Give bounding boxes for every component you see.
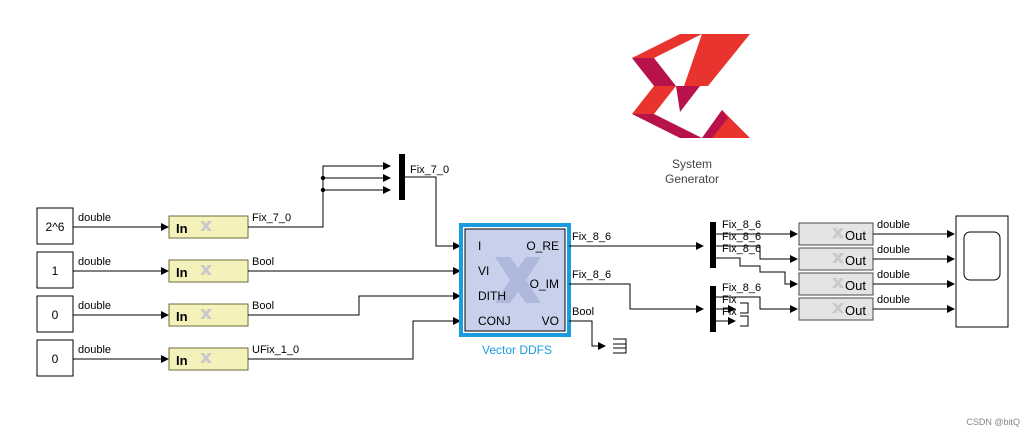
ddfs-selection-border — [459, 223, 571, 337]
sig-gwin3: Bool — [252, 300, 274, 312]
logo-bottom-dark — [632, 114, 702, 138]
branch-point-1 — [320, 175, 326, 181]
gateway-in-1[interactable]: In — [168, 215, 249, 239]
sig-gwin4: UFix_1_0 — [252, 344, 299, 356]
constant-4-value: 0 — [52, 352, 59, 366]
ddfs-port-dith: DITH — [478, 289, 506, 303]
sig-const4: double — [78, 344, 111, 356]
ddfs-port-conj: CONJ — [478, 314, 511, 328]
sig-demuxtop-3: Fix_8_6 — [722, 243, 761, 255]
logo-top-right-red — [684, 34, 750, 86]
gateway-in-3[interactable]: In — [168, 303, 249, 327]
system-generator-logo: System Generator — [632, 34, 750, 186]
xilinx-watermark-icon — [495, 257, 541, 303]
logo-top-left-red — [632, 34, 702, 58]
constant-block-3[interactable]: 0 — [36, 295, 74, 333]
logo-left-dark — [632, 58, 676, 86]
sig-gwout1: double — [877, 219, 910, 231]
sig-demuxbot-3: Fix — [722, 306, 737, 318]
logo-bottom-left-red — [632, 86, 676, 114]
sig-gwout4: double — [877, 294, 910, 306]
constant-3-value: 0 — [52, 308, 59, 322]
terminator-small-2 — [740, 315, 749, 327]
logo-center-bottom — [676, 86, 700, 112]
branch-point-2 — [320, 187, 326, 193]
constant-block-4[interactable]: 0 — [36, 339, 74, 377]
gateway-in-4[interactable]: In — [168, 347, 249, 371]
gateway-out-3-label: Out — [845, 278, 866, 293]
constant-block-1[interactable]: 2^6 — [36, 207, 74, 245]
gateway-out-1[interactable]: Out — [798, 222, 874, 246]
sig-gwout3: double — [877, 269, 910, 281]
sig-demuxtop-2: Fix_8_6 — [722, 231, 761, 243]
scope-screen-icon — [963, 231, 1001, 281]
demux-top-block[interactable] — [710, 222, 716, 268]
ddfs-port-i: I — [478, 239, 481, 253]
sig-gwin1: Fix_7_0 — [252, 212, 291, 224]
gateway-in-3-label: In — [176, 309, 188, 324]
sig-demuxtop-1: Fix_8_6 — [722, 219, 761, 231]
demux-bottom-block[interactable] — [710, 286, 716, 332]
sig-gwout2: double — [877, 244, 910, 256]
ddfs-port-vo: VO — [542, 314, 559, 328]
gateway-in-2[interactable]: In — [168, 259, 249, 283]
terminator-small-2-outline — [740, 315, 749, 327]
constant-3-box[interactable] — [36, 295, 74, 333]
gateway-out-2-label: Out — [845, 253, 866, 268]
constant-2-value: 1 — [52, 264, 59, 278]
sig-demuxbot-1: Fix_8_6 — [722, 282, 761, 294]
sig-const1: double — [78, 212, 111, 224]
sig-const2: double — [78, 256, 111, 268]
constant-1-box[interactable] — [36, 207, 74, 245]
gateway-out-3[interactable]: Out — [798, 272, 874, 296]
wire-gwin3-ddfs-dith — [248, 292, 461, 316]
wire-ddfs-oim-demux — [569, 283, 704, 313]
terminator-block[interactable] — [613, 338, 627, 354]
gateway-out-2[interactable]: Out — [798, 247, 874, 271]
wire-demuxtop-out3 — [716, 257, 798, 288]
logo-bottom-right-dark — [702, 110, 728, 138]
vector-ddfs-block[interactable]: I VI DITH CONJ O_RE O_IM VO Vector DDFS — [459, 223, 571, 357]
gateway-in-4-label: In — [176, 353, 188, 368]
logo-caption-line2: Generator — [665, 172, 719, 186]
wire-ddfs-vo-term — [569, 320, 606, 350]
gateway-in-2-label: In — [176, 265, 188, 280]
ddfs-port-o-im: O_IM — [530, 277, 559, 291]
logo-caption-line1: System — [672, 157, 712, 171]
gateway-out-4[interactable]: Out — [798, 297, 874, 321]
ddfs-port-vi: VI — [478, 264, 489, 278]
sig-ddfs-vo: Bool — [572, 306, 594, 318]
wire-demuxtop-out2 — [716, 245, 798, 263]
constant-1-value: 2^6 — [46, 220, 65, 234]
constant-block-2[interactable]: 1 — [36, 251, 74, 289]
wire-mux-ddfs-i — [405, 176, 461, 250]
constant-2-box[interactable] — [36, 251, 74, 289]
sig-ddfs-oim: Fix_8_6 — [572, 269, 611, 281]
gateway-out-1-label: Out — [845, 228, 866, 243]
scope-block[interactable] — [955, 215, 1009, 328]
terminator-small-1-outline — [740, 302, 749, 314]
ddfs-name: Vector DDFS — [482, 343, 552, 357]
sig-gwin2: Bool — [252, 256, 274, 268]
gateway-in-1-label: In — [176, 221, 188, 236]
gateway-out-4-label: Out — [845, 303, 866, 318]
constant-4-box[interactable] — [36, 339, 74, 377]
terminator-outline — [613, 338, 627, 354]
mux-block[interactable] — [399, 154, 405, 200]
sig-demuxbot-2: Fix — [722, 294, 737, 306]
sig-ddfs-ore: Fix_8_6 — [572, 231, 611, 243]
ddfs-port-o-re: O_RE — [526, 239, 559, 253]
wire-gwin4-ddfs-conj — [248, 317, 461, 360]
sig-mux-out: Fix_7_0 — [410, 164, 449, 176]
sig-const3: double — [78, 300, 111, 312]
wire-branch-mux-in1 — [322, 162, 391, 170]
csdn-watermark: CSDN @bitQ — [966, 417, 1020, 427]
wire-demuxbot-out1 — [716, 296, 798, 313]
terminator-small-1 — [740, 302, 749, 314]
